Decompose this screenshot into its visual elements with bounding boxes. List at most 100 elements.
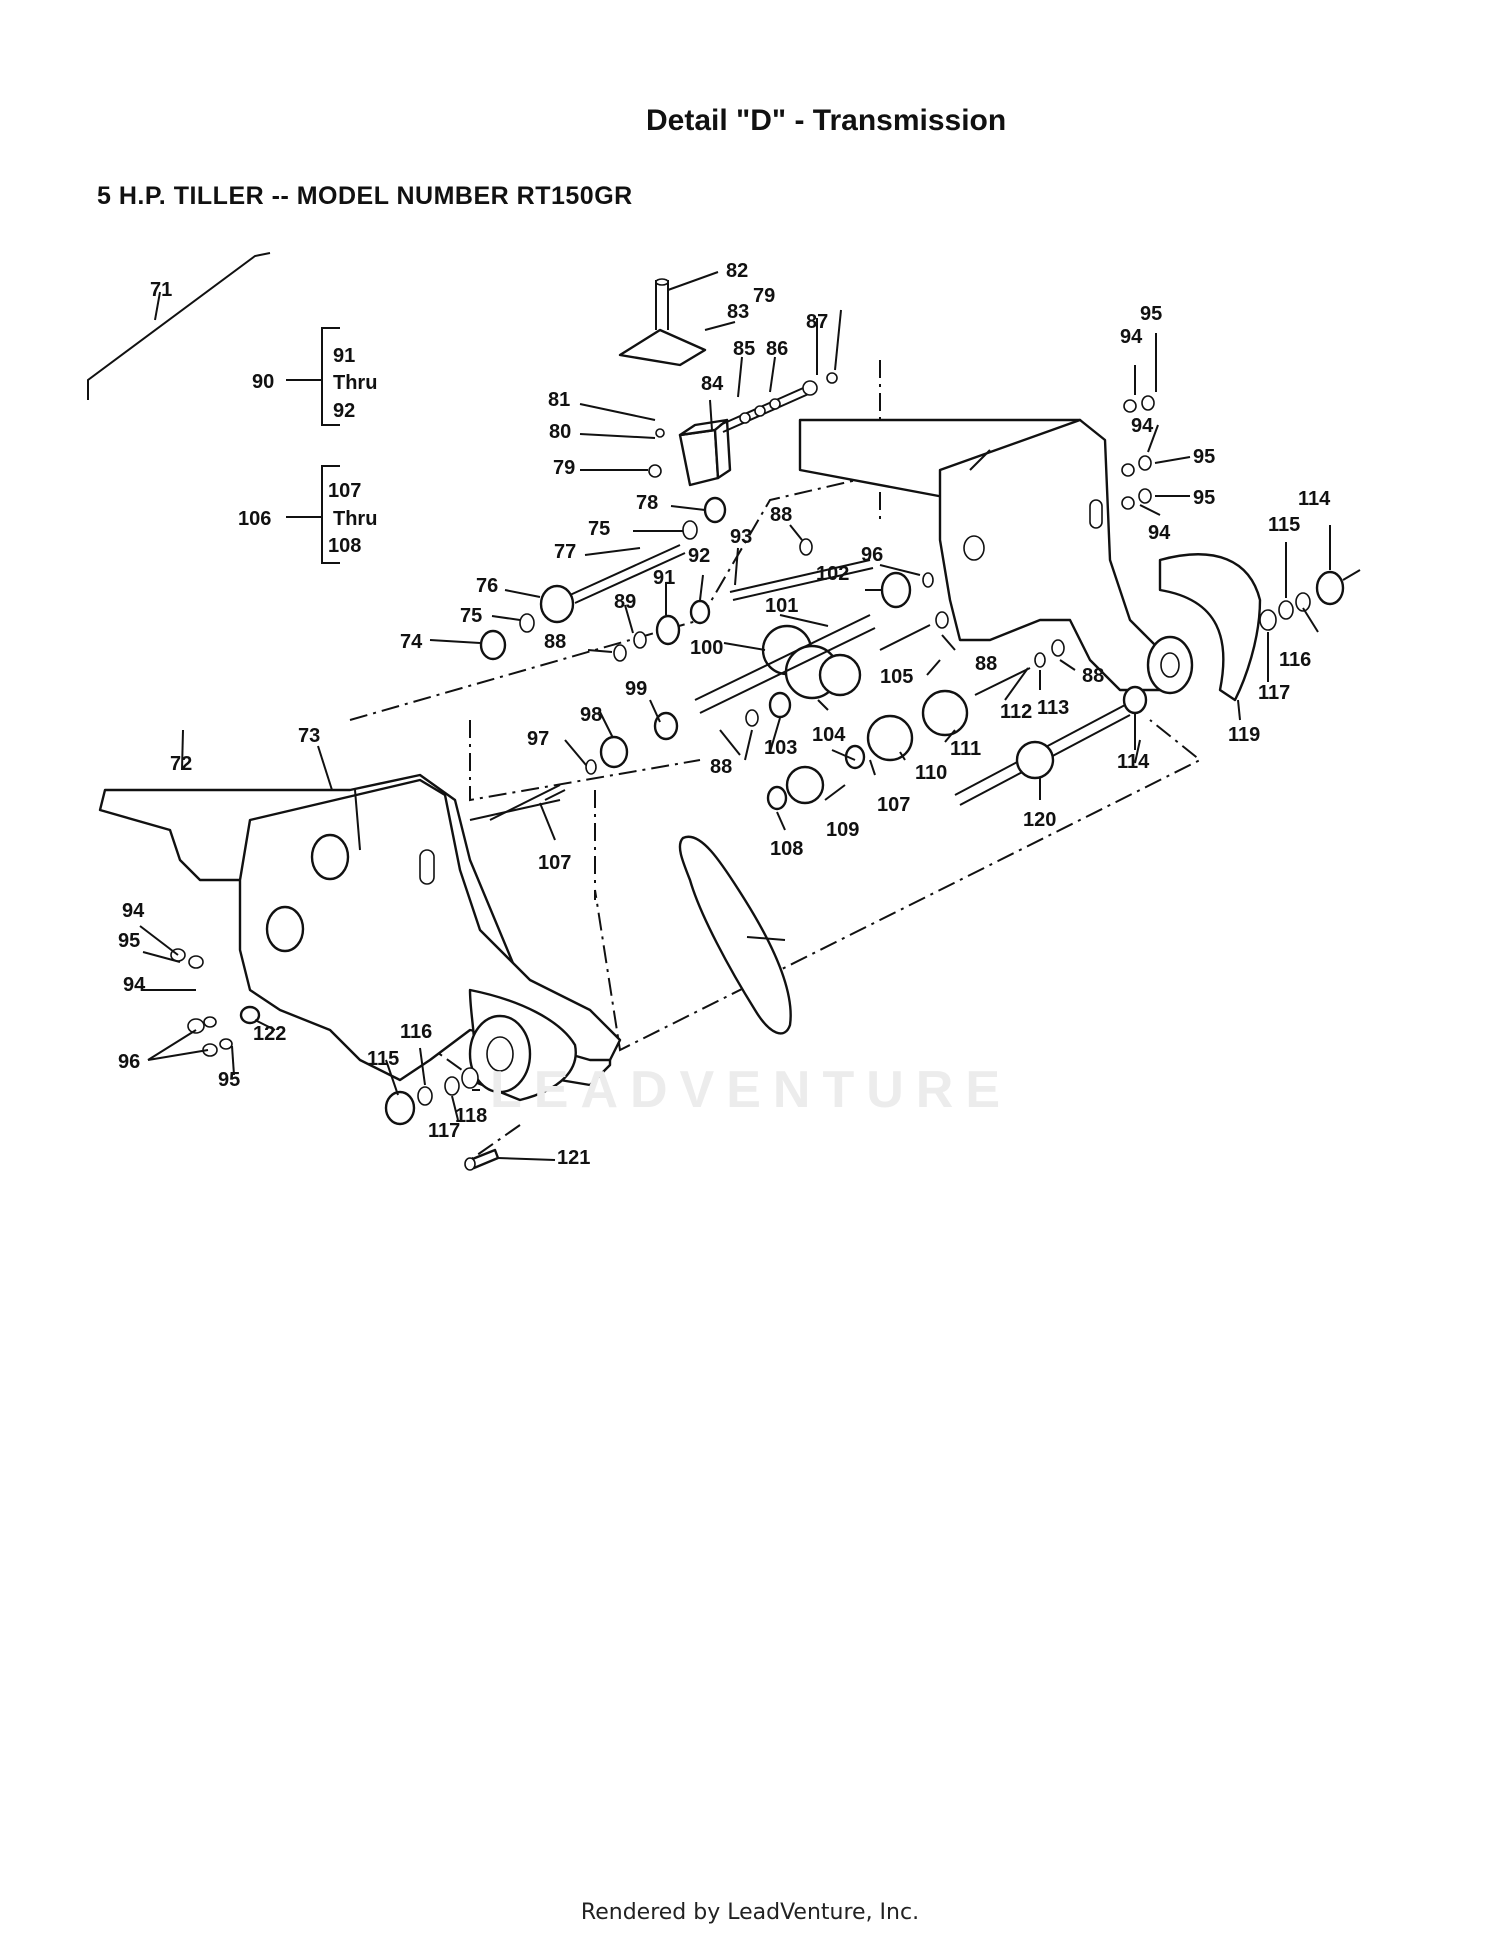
callout-108: 108 [770,838,803,860]
right-housing-bore [963,535,985,561]
callout-91: 91 [653,567,675,589]
callout-94: 94 [1131,415,1154,437]
callout-95: 95 [1193,487,1215,509]
washer-117-right [1259,609,1277,631]
callout-96: 96 [861,544,883,566]
callout-98: 98 [580,704,602,726]
washer-88-lower [745,709,759,727]
washer-115-left [417,1086,433,1106]
callout-74: 74 [400,631,423,653]
callout-99: 99 [625,678,647,700]
shift-rod [719,384,814,433]
callout-97: 97 [527,728,549,750]
kit-label-106: 106 [238,508,271,530]
bearing-107-lower [766,785,788,811]
sprocket-108 [785,765,825,805]
bearing-97 [599,735,629,769]
callout-86: 86 [766,338,788,360]
left-hub-bore [486,1036,514,1072]
callout-119: 119 [1228,724,1260,746]
callout-105: 105 [880,666,913,688]
washer-96-upper [922,572,934,588]
bearing-92 [689,599,711,625]
callout-113: 113 [1037,697,1069,719]
page-title: Detail "D" - Transmission [646,104,1007,137]
callout-75: 75 [588,518,610,540]
hub-114-right [1315,570,1345,606]
callout-95: 95 [1140,303,1162,325]
callout-78: 78 [636,492,658,514]
callout-92: 92 [688,545,710,567]
callout-95: 95 [1193,446,1215,468]
callout-72: 72 [170,753,192,775]
callout-88: 88 [1082,665,1104,687]
right-housing-slot [1089,499,1103,529]
bolt-71 [87,252,271,400]
washer-116-left [444,1076,460,1096]
kit-106-from: 107 [328,480,361,502]
callout-95: 95 [218,1069,240,1091]
washer-115-right [1278,600,1294,620]
ring-79-top [826,372,838,384]
callout-101: 101 [765,595,798,617]
callout-94: 94 [123,974,146,996]
callout-114: 114 [1117,751,1150,773]
watermark-text: LEADVENTURE [490,1061,1013,1119]
callout-80: 80 [549,421,571,443]
sprocket-110 [921,689,969,737]
right-housing-plate [938,418,1182,692]
callout-87: 87 [806,311,828,333]
callout-85: 85 [733,338,755,360]
callout-94: 94 [1120,326,1143,348]
callout-96: 96 [118,1051,140,1073]
bearing-101 [880,571,912,609]
shift-mechanism [618,278,838,487]
pin-80 [655,428,665,438]
callout-77: 77 [554,541,576,563]
page-subtitle: 5 H.P. TILLER -- MODEL NUMBER RT150GR [97,182,633,210]
callout-117: 117 [1258,682,1290,704]
callout-95: 95 [118,930,140,952]
washer-117-left [461,1067,479,1089]
callout-79: 79 [753,285,775,307]
callout-122: 122 [253,1023,286,1045]
left-housing-slot [419,849,435,885]
callout-116: 116 [1279,649,1311,671]
callout-103: 103 [764,737,797,759]
gear-shafts [479,496,1148,811]
shift-plate [618,328,707,367]
left-housing-bearing-lower [265,905,305,953]
callout-88: 88 [975,653,997,675]
right-hub-hardware [1259,569,1361,631]
bushing-122 [239,1005,261,1025]
kit-90-to: 92 [333,400,355,422]
callout-102: 102 [816,563,849,585]
kit-106-thru: Thru [333,508,377,530]
left-housing-assembly [98,773,622,1102]
collar-87 [802,380,818,396]
callout-114: 114 [1298,488,1331,510]
kit-brackets [286,327,340,564]
callout-115: 115 [367,1048,399,1070]
bearing-113 [1122,685,1148,715]
callout-120: 120 [1023,809,1056,831]
callout-100: 100 [690,637,723,659]
callout-110: 110 [915,762,947,784]
hub-114-left [384,1090,416,1126]
sprocket-109 [866,714,914,762]
left-hub-hardware [170,395,1155,1171]
callout-71: 71 [150,279,172,301]
left-housing-bearing-upper [310,833,350,881]
callout-76: 76 [476,575,498,597]
bearing-78 [703,496,727,524]
callout-83: 83 [727,301,749,323]
bearing-98 [653,711,679,741]
washer-88-far [1051,639,1065,657]
ring-79-left [648,464,662,478]
callout-118: 118 [455,1105,487,1127]
callout-89: 89 [614,591,636,613]
callout-81: 81 [548,389,570,411]
washer-88-right [935,611,949,629]
